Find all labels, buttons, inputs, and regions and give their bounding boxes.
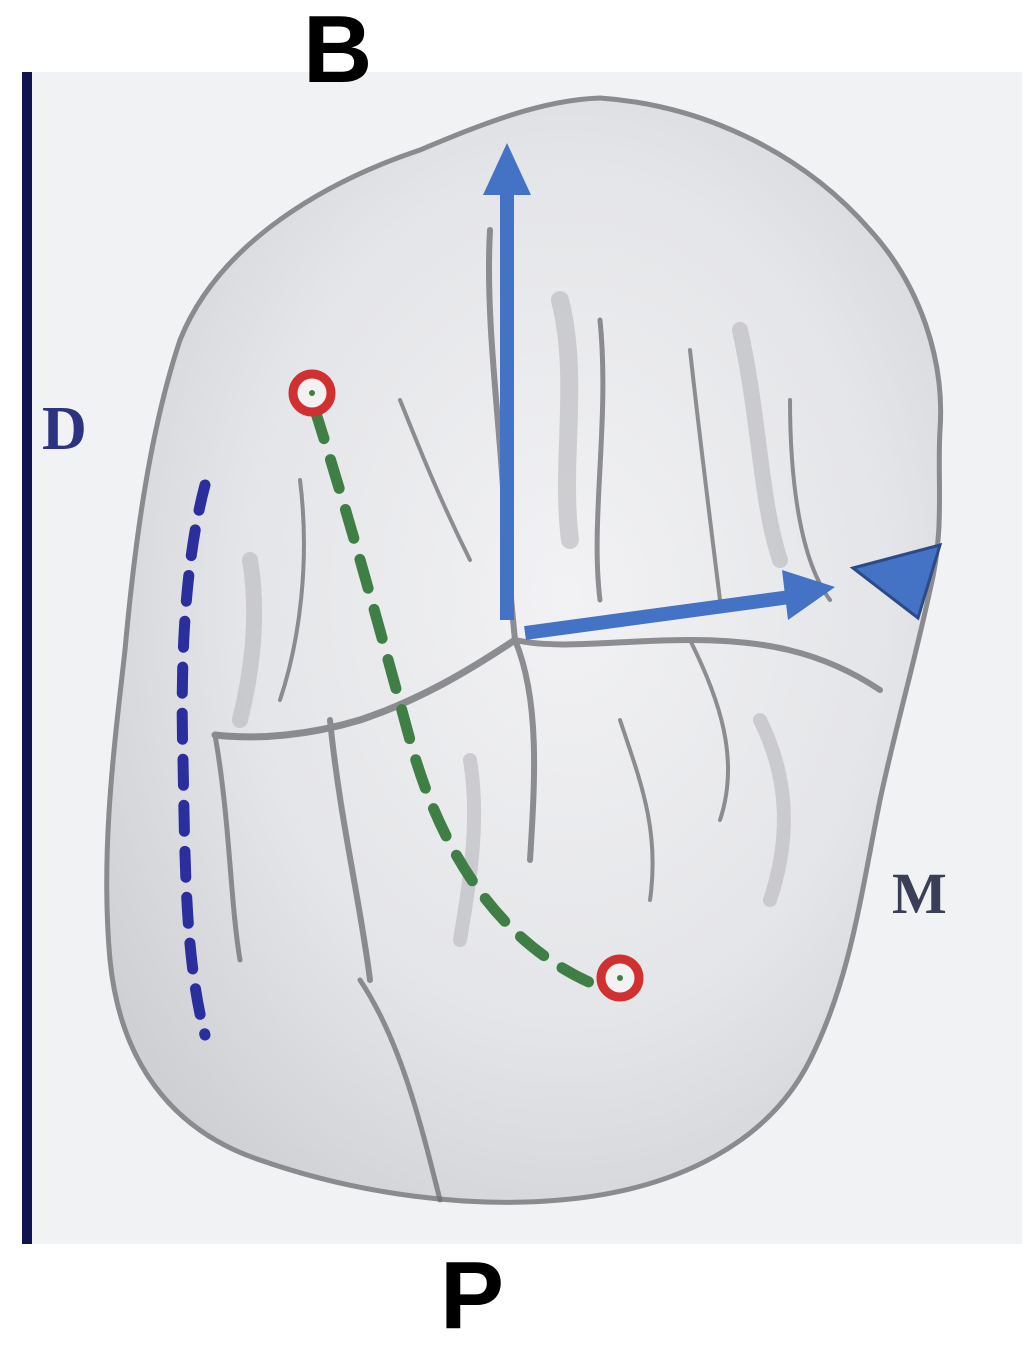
distal-label: D xyxy=(42,398,87,460)
buccal-label: B xyxy=(303,2,372,98)
left-bar xyxy=(22,72,32,1244)
mesial-label: M xyxy=(892,865,947,923)
palatal-label: P xyxy=(440,1248,504,1344)
cusp-marker-icon xyxy=(601,959,639,997)
cusp-marker-icon xyxy=(293,374,331,412)
tooth-crown xyxy=(107,98,941,1202)
